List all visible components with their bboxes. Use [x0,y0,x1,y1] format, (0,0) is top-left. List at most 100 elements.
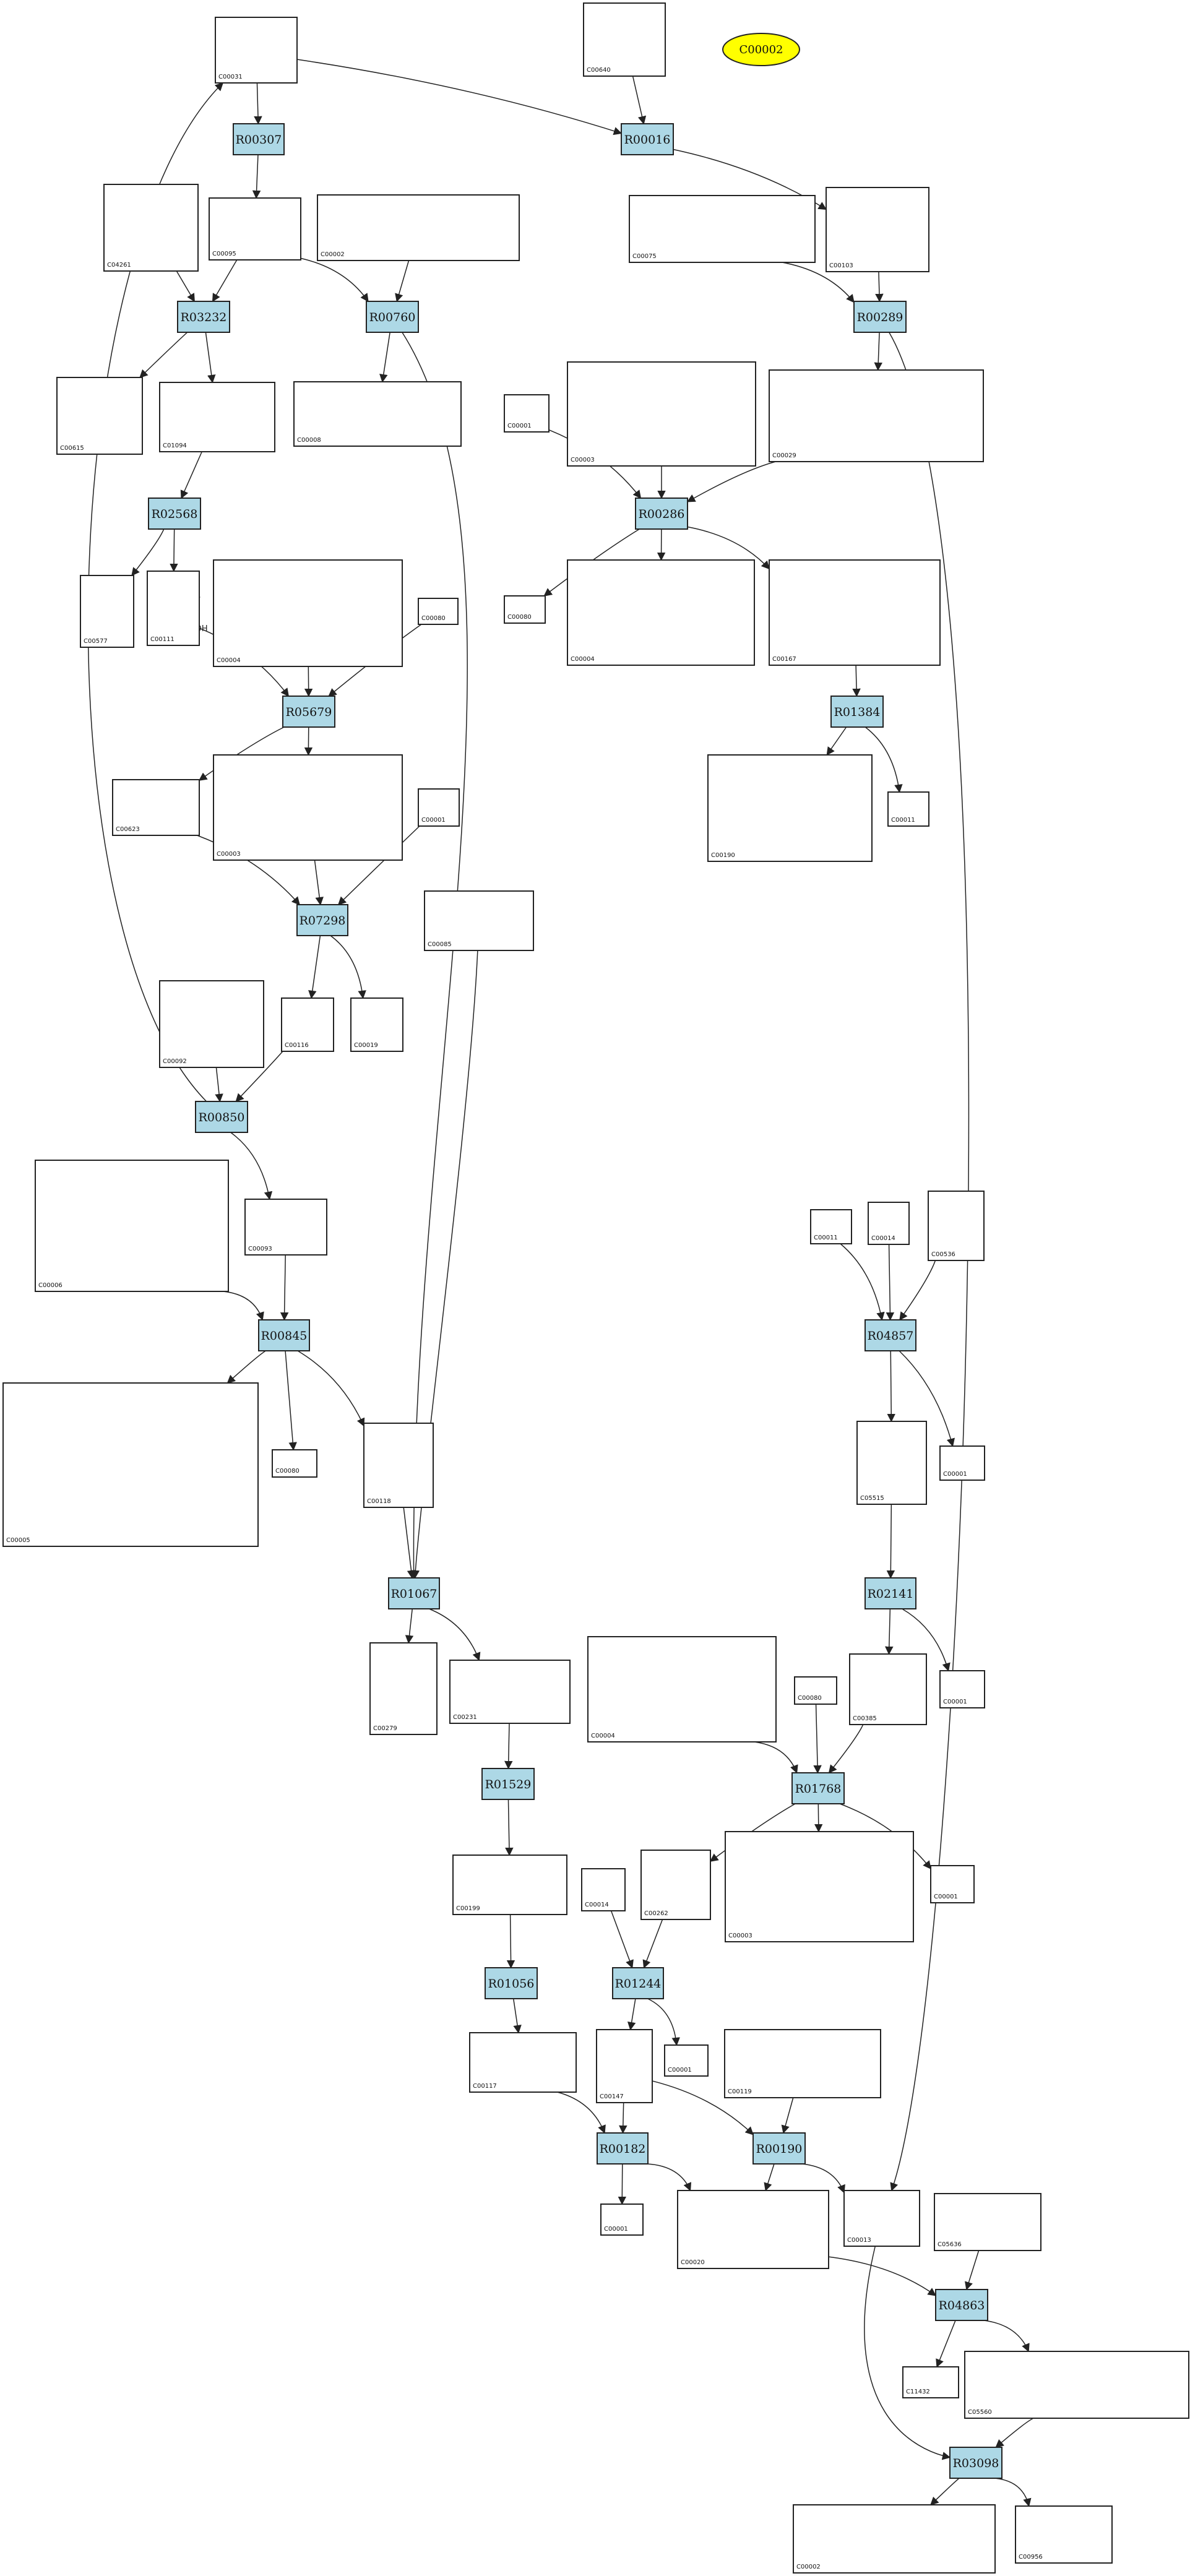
compound-box[interactable] [964,2351,1189,2419]
compound-C00147[interactable]: C00147 [596,2029,653,2103]
reaction-box[interactable] [258,1319,310,1351]
compound-box[interactable] [887,791,929,827]
compound-box[interactable] [35,1160,229,1292]
compound-C04261[interactable]: C04261 [103,184,199,272]
compound-C00011[interactable]: C00011 [810,1209,852,1244]
compound-box[interactable] [350,997,403,1052]
compound-box[interactable] [587,1636,777,1742]
compound-box[interactable] [504,595,546,624]
reaction-box[interactable] [296,904,348,936]
compound-C11432[interactable]: C11432 [902,2366,959,2398]
compound-box[interactable] [664,2044,709,2077]
compound-box[interactable] [826,187,929,272]
compound-box[interactable] [843,2190,920,2247]
compound-C00011[interactable]: C00011 [887,791,929,827]
compound-box[interactable] [112,779,200,836]
compound-C00014[interactable]: C00014 [868,1202,910,1245]
reaction-box[interactable] [148,498,201,530]
compound-C00001[interactable]: C00001 [600,2203,644,2236]
compound-C00231[interactable]: C00231 [449,1660,571,1724]
compound-C00001[interactable]: C00001 [930,1865,975,1903]
compound-C00577[interactable]: C00577 [80,575,134,648]
compound-C00013[interactable]: C00013 [843,2190,920,2247]
compound-box[interactable] [707,754,873,862]
reaction-box[interactable] [612,1967,664,1999]
compound-box[interactable] [452,1854,567,1915]
compound-box[interactable] [567,559,755,666]
compound-C00003[interactable]: C00003 [725,1831,914,1942]
reaction-R01768[interactable]: R01768 [791,1772,845,1804]
compound-C05636[interactable]: C05636 [934,2193,1041,2251]
compound-box[interactable] [56,377,143,455]
compound-C00001[interactable]: C00001 [939,1445,985,1481]
reaction-box[interactable] [233,123,285,155]
compound-box[interactable] [80,575,134,648]
compound-box[interactable] [600,2203,644,2236]
compound-C05560[interactable]: C05560 [964,2351,1189,2419]
compound-box[interactable] [418,598,459,625]
reaction-R00190[interactable]: R00190 [752,2132,806,2165]
reaction-R02568[interactable]: R02568 [148,498,201,530]
compound-box[interactable] [769,559,941,666]
compound-C00956[interactable]: C00956 [1015,2505,1113,2564]
compound-C00279[interactable]: C00279 [369,1642,438,1735]
compound-box[interactable] [424,890,534,951]
reaction-R01056[interactable]: R01056 [485,1967,538,1999]
compound-C00111[interactable]: C00111 [147,571,200,646]
compound-C01094[interactable]: C01094 [159,382,275,452]
compound-C00008[interactable]: C00008 [293,381,462,447]
reaction-box[interactable] [195,1101,248,1133]
compound-box[interactable] [504,394,550,433]
compound-box[interactable] [856,1421,927,1505]
compound-C00004[interactable]: C00004 [213,559,403,667]
reaction-box[interactable] [621,123,674,155]
reaction-box[interactable] [830,696,884,728]
compound-C00001[interactable]: C00001 [418,788,460,827]
compound-box[interactable] [677,2190,829,2269]
compound-C00029[interactable]: C00029 [769,369,984,462]
compound-C00080[interactable]: C00080 [418,598,459,625]
compound-box[interactable] [369,1642,438,1735]
reaction-R01244[interactable]: R01244 [612,1967,664,1999]
compound-C00640[interactable]: C00640 [583,2,666,77]
compound-C00075[interactable]: C00075 [629,195,816,263]
compound-C00536[interactable]: C00536 [928,1191,985,1261]
compound-box[interactable] [939,1670,985,1708]
compound-box[interactable] [868,1202,910,1245]
compound-C00006[interactable]: C00006 [35,1160,229,1292]
compound-box[interactable] [281,997,334,1052]
compound-box[interactable] [724,2029,881,2098]
compound-box[interactable] [209,197,301,261]
compound-C00080[interactable]: C00080 [504,595,546,624]
compound-C00615[interactable]: C00615 [56,377,143,455]
reaction-box[interactable] [485,1967,538,1999]
compound-box[interactable] [272,1449,317,1478]
compound-box[interactable] [794,1676,837,1705]
compound-box[interactable] [793,2504,996,2574]
compound-box[interactable] [849,1653,927,1725]
compound-C00019[interactable]: C00019 [350,997,403,1052]
compound-box[interactable] [213,559,403,667]
compound-C00080[interactable]: C00080 [794,1676,837,1705]
reaction-R00850[interactable]: R00850 [195,1101,248,1133]
compound-box[interactable] [469,2032,577,2093]
compound-C00118[interactable]: C00118 [363,1423,434,1508]
compound-box[interactable] [596,2029,653,2103]
reaction-box[interactable] [481,1768,535,1800]
compound-box[interactable] [810,1209,852,1244]
compound-box[interactable] [418,788,460,827]
compound-C00262[interactable]: C00262 [640,1850,711,1920]
reaction-box[interactable] [597,2132,649,2165]
reaction-R00760[interactable]: R00760 [366,301,419,333]
compound-box[interactable] [159,382,275,452]
reaction-box[interactable] [388,1577,440,1609]
compound-C00020[interactable]: C00020 [677,2190,829,2269]
compound-C05515[interactable]: C05515 [856,1421,927,1505]
reaction-R01529[interactable]: R01529 [481,1768,535,1800]
compound-box[interactable] [449,1660,571,1724]
compound-box[interactable] [317,194,520,261]
compound-box[interactable] [2,1382,259,1547]
compound-C00199[interactable]: C00199 [452,1854,567,1915]
compound-box[interactable] [640,1850,711,1920]
compound-box[interactable] [939,1445,985,1481]
